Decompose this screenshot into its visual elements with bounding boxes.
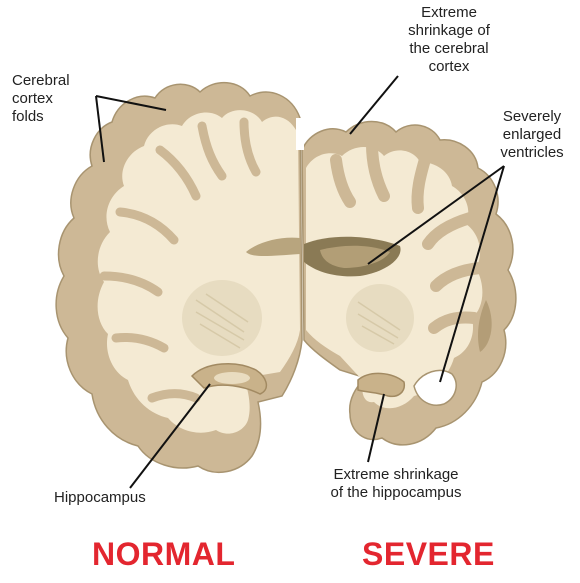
label-line: ventricles [484,144,580,162]
severe-basal-ganglia [346,284,414,352]
normal-sulcus-7 [152,394,196,399]
label-line: enlarged [484,126,580,144]
label-line: Extreme [384,4,514,22]
caption-severe: SEVERE [362,536,495,573]
label-cerebral-cortex-folds: Cerebral cortex folds [12,72,70,126]
label-hippocampus: Hippocampus [54,489,146,507]
label-line: the cerebral [384,40,514,58]
label-line: Hippocampus [54,489,146,507]
label-cortex-shrinkage: Extreme shrinkage of the cerebral cortex [384,4,514,76]
normal-hippocampus-core [214,372,250,384]
label-line: cortex [384,58,514,76]
label-line: folds [12,108,70,126]
normal-hemisphere [56,83,302,473]
caption-normal: NORMAL [92,536,235,573]
label-hippocampus-shrinkage: Extreme shrinkage of the hippocampus [306,466,486,502]
midline-gap [296,118,304,150]
label-line: cortex [12,90,70,108]
severe-hemisphere [302,122,516,445]
label-line: Extreme shrinkage [306,466,486,484]
label-line: Severely [484,108,580,126]
label-line: of the hippocampus [306,484,486,502]
label-line: shrinkage of [384,22,514,40]
label-enlarged-ventricles: Severely enlarged ventricles [484,108,580,162]
label-line: Cerebral [12,72,70,90]
